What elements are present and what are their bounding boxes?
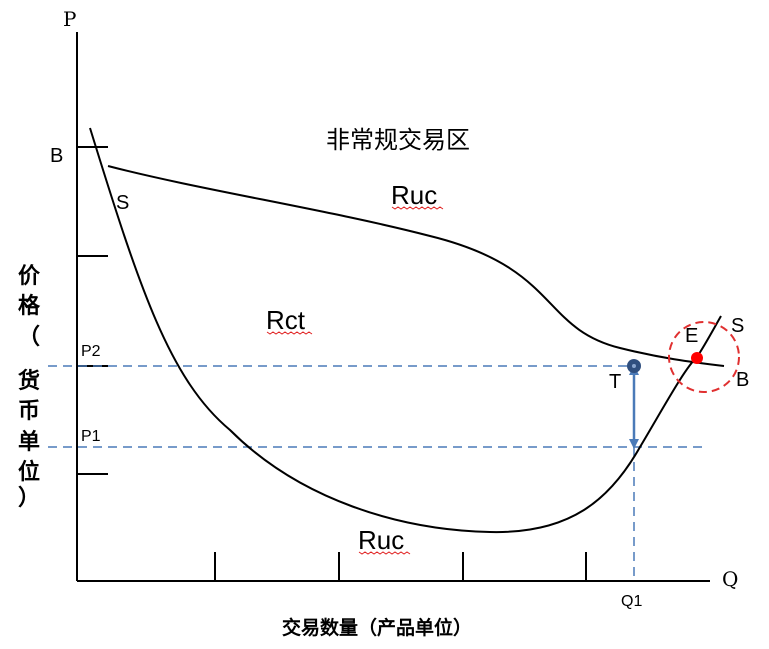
y-label-char-7: 位: [18, 459, 40, 484]
t-point-center: [632, 364, 636, 368]
p2-label: P2: [81, 343, 101, 360]
p1-label: P1: [81, 428, 101, 445]
y-label-char-6: 单: [18, 429, 40, 454]
spellcheck-underlines: [266, 206, 444, 555]
y-axis-ticks: [77, 146, 108, 475]
s-right-label: S: [731, 315, 744, 337]
y-label-char-8: ）: [18, 485, 40, 510]
equilibrium-point: [691, 352, 703, 364]
y-axis-label: 价 格 （ 货 币 单 位 ）: [18, 263, 41, 510]
upper-curve-bb: [107, 165, 725, 367]
lower-curve-ss: [89, 127, 722, 534]
underline-rct: [266, 331, 313, 335]
y-axis-letter: P: [63, 7, 76, 31]
underline-bottom-ruc: [358, 551, 411, 555]
upper-curve-label: Ruc: [391, 180, 437, 210]
bottom-region-label: Ruc: [358, 525, 404, 555]
x-axis-letter: Q: [722, 567, 738, 591]
b-left-label: B: [50, 145, 63, 167]
x-axis-label: 交易数量（产品单位）: [282, 616, 472, 639]
y-label-char-3: （: [18, 324, 40, 349]
dashed-guides: [48, 365, 705, 581]
underline-upper-ruc: [391, 206, 444, 210]
middle-region-label: Rct: [266, 305, 306, 335]
t-point-label: T: [609, 371, 621, 393]
x-axis-ticks: [214, 552, 587, 581]
equilibrium-highlight-circle: [668, 321, 740, 393]
y-label-char-4: 货: [18, 368, 40, 393]
y-label-char-2: 格: [18, 293, 41, 318]
region-top-label: 非常规交易区: [326, 126, 470, 154]
y-label-char-1: 价: [18, 263, 41, 288]
y-label-char-5: 币: [18, 398, 40, 423]
e-point-label: E: [685, 325, 698, 347]
s-left-label: S: [116, 192, 129, 214]
q1-label: Q1: [621, 593, 642, 610]
b-right-label: B: [736, 369, 749, 391]
